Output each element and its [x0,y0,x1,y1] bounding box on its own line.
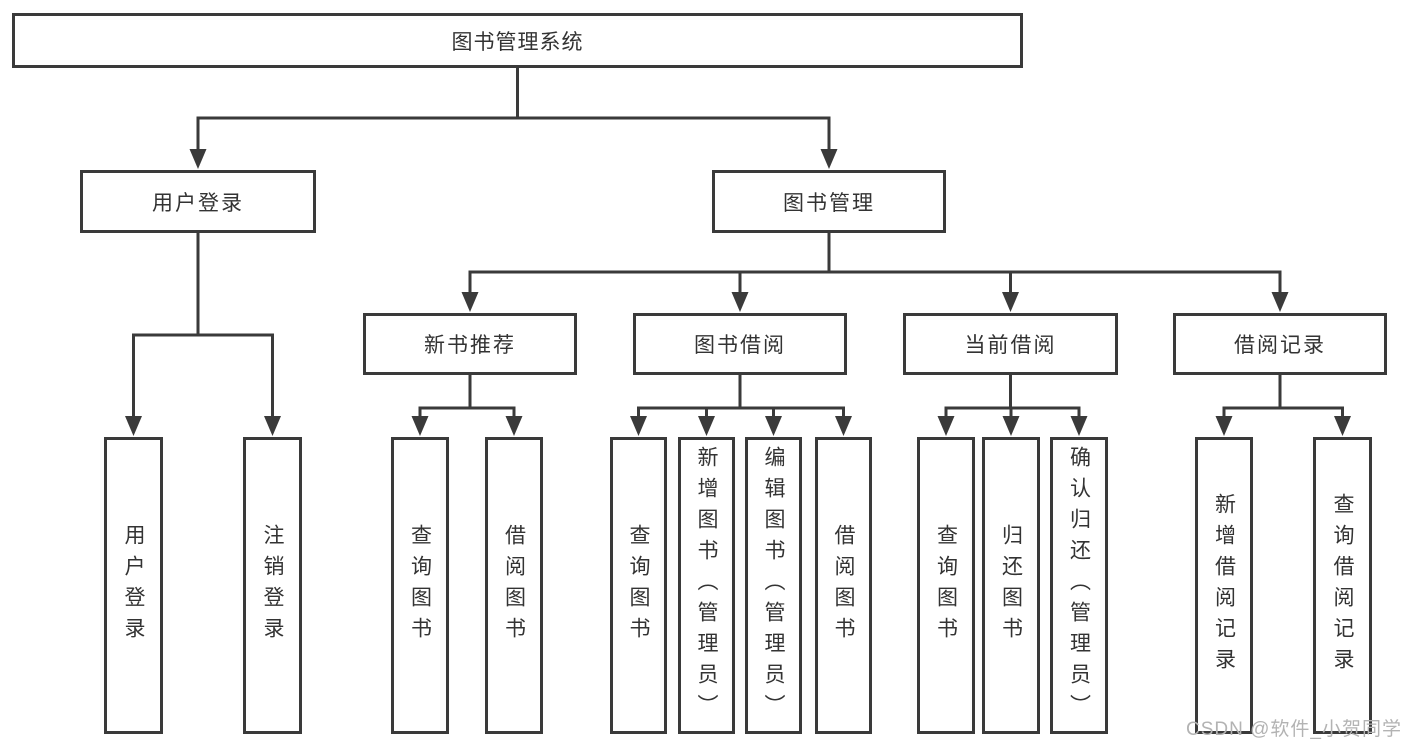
connector-book_mgmt [461,232,1289,312]
connector-book_borrow [630,374,852,436]
node-label: 查询图书 [627,523,650,648]
node-new-book-recommend: 新书推荐 [363,313,577,375]
node-label: 查询图书 [934,523,958,648]
node-leaf-return-book: 归还图书 [982,437,1040,734]
node-label: 图书管理 [783,191,875,215]
node-leaf-add-book-admin: 新增图书（管理员） [678,437,735,734]
node-borrow-record: 借阅记录 [1173,313,1387,375]
node-leaf-add-borrow-record: 新增借阅记录 [1195,437,1253,734]
node-leaf-query-borrow-record: 查询借阅记录 [1313,437,1372,734]
node-label: 注销登录 [261,523,284,648]
node-label: 图书借阅 [694,334,786,357]
node-root-library-system: 图书管理系统 [12,13,1023,68]
node-book-management-branch: 图书管理 [712,170,946,233]
connector-borrow_record [1215,374,1351,436]
node-label: 图书管理系统 [451,30,584,54]
node-label: 查询借阅记录 [1331,492,1354,679]
csdn-watermark: CSDN @软件_小贺同学 [1186,719,1402,740]
connector-user_login [125,232,281,436]
node-leaf-user-login: 用户登录 [104,437,163,734]
node-current-borrow: 当前借阅 [903,313,1118,375]
node-leaf-borrow-book: 借阅图书 [815,437,872,734]
node-label: 新书推荐 [424,334,516,357]
node-label: 新增图书（管理员） [695,446,718,725]
node-label: 用户登录 [122,523,145,648]
node-label: 归还图书 [999,523,1023,648]
node-label: 当前借阅 [964,334,1057,357]
node-label: 新增借阅记录 [1212,492,1236,679]
node-label: 借阅图书 [502,523,526,648]
connector-root [189,67,838,169]
node-leaf-query-book-current: 查询图书 [917,437,975,734]
node-leaf-borrow-book-recommend: 借阅图书 [485,437,543,734]
node-label: 借阅图书 [832,523,855,648]
node-label: 确认归还（管理员） [1067,446,1091,725]
node-leaf-logout: 注销登录 [243,437,302,734]
node-label: 用户登录 [152,191,244,215]
node-label: 编辑图书（管理员） [762,446,785,725]
node-user-login-branch: 用户登录 [80,170,316,233]
connector-current_borrow [937,374,1088,436]
connector-new_book [411,374,523,436]
node-leaf-edit-book-admin: 编辑图书（管理员） [745,437,802,734]
node-leaf-confirm-return-admin: 确认归还（管理员） [1050,437,1108,734]
node-label: 借阅记录 [1234,334,1326,357]
node-leaf-query-book-recommend: 查询图书 [391,437,449,734]
node-leaf-query-book-borrow: 查询图书 [610,437,667,734]
node-book-borrow: 图书借阅 [633,313,847,375]
node-label: 查询图书 [408,523,432,648]
